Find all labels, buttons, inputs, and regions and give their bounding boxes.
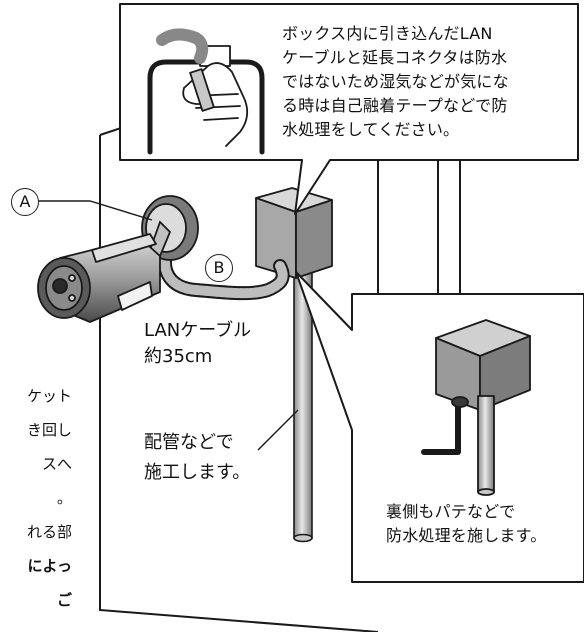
marker-a: A	[11, 188, 39, 216]
camera-body	[37, 233, 161, 323]
callout-top-balloon	[119, 3, 579, 215]
left-fragment: ご	[56, 591, 72, 609]
tape-inset-illustration	[147, 28, 265, 155]
cable-length-label: LANケーブル 約35cm	[144, 320, 252, 367]
lan-cable-coil	[158, 241, 290, 301]
conduit-note-label: 配管などで 施工します。	[144, 432, 251, 483]
left-fragment: ケット	[26, 387, 72, 405]
left-text-fragments: ケット き回し スへ 。 れる部 によっ ご	[0, 377, 78, 632]
left-fragment: スへ	[41, 455, 72, 473]
callout-right-text: 裏側もパテなどで 防水処理を施します。	[386, 502, 547, 545]
marker-b: B	[205, 254, 233, 282]
left-fragment: れる部	[26, 523, 72, 541]
left-fragment: き回し	[26, 421, 72, 439]
left-fragment: 。	[56, 489, 72, 507]
callout-top-text: ボックス内に引き込んだLAN ケーブルと延長コネクタは防水 ではないため湿気など…	[282, 24, 509, 139]
left-fragment: によっ	[27, 557, 72, 575]
box-back-inset-illustration	[421, 319, 531, 496]
junction-box	[255, 187, 333, 279]
